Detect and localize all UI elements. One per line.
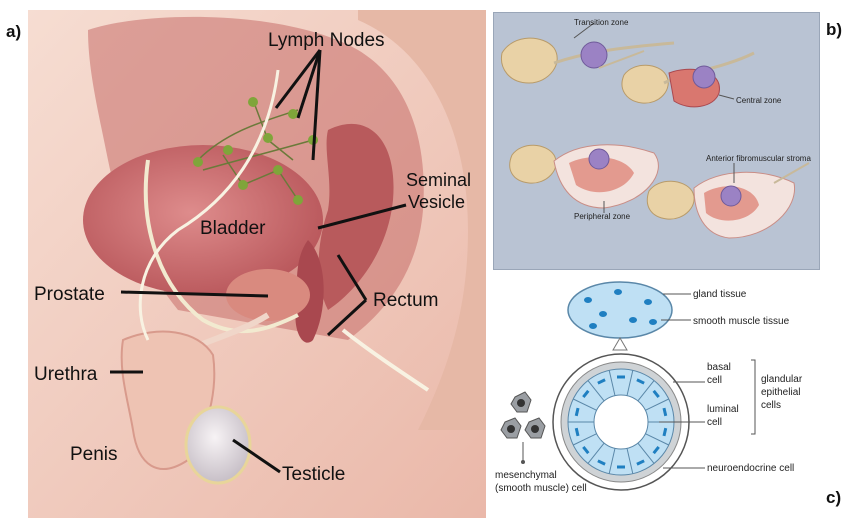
glandular-label-line2: epithelial: [761, 387, 800, 398]
luminal-nucleus: [636, 378, 645, 385]
zone-diagram-peripheral: [509, 144, 659, 213]
luminal-cell-label-line1: luminal: [707, 404, 739, 415]
back-tissue: [358, 10, 486, 430]
histology-panel: gland tissue smooth muscle tissue basal …: [493, 272, 821, 516]
luminal-nucleus: [652, 445, 660, 455]
gland-tissue-label: gland tissue: [693, 289, 747, 300]
glandular-label-line3: cells: [761, 400, 781, 411]
histology-illustration: gland tissue smooth muscle tissue basal …: [495, 281, 803, 494]
basal-cell-label-line1: basal: [707, 362, 731, 373]
ureter-tube: [143, 159, 299, 334]
bladder-organ: [83, 145, 323, 295]
cell-boundary: [645, 398, 669, 411]
seminal-vesicle-label-line2: Vesicle: [408, 192, 465, 212]
lymph-nodes-label: Lymph Nodes: [268, 30, 385, 51]
cell-boundary: [626, 448, 634, 474]
luminal-nucleus: [597, 378, 606, 385]
tissue-nuclei: [584, 289, 657, 329]
cell-boundary: [608, 370, 616, 396]
anatomy-panel: Lymph Nodes Seminal Vesicle Bladder Pros…: [28, 10, 486, 518]
seminal-vesicle-label-line1: Seminal: [406, 170, 471, 190]
panel-letter-b: b): [826, 20, 843, 39]
zone-diagram-stroma: [646, 162, 810, 239]
zone-diagram-central: [621, 51, 755, 108]
prostate-zones-panel: Transition zone Central zone Anterior fi…: [493, 12, 820, 270]
panel-letter-c: c): [826, 488, 842, 507]
luminal-nucleus: [652, 389, 660, 399]
central-zone-label: Central zone: [736, 96, 782, 105]
zones-illustration: Transition zone Central zone Anterior fi…: [500, 18, 811, 239]
panel-letter-a: a): [6, 22, 22, 41]
testicle-organ: [184, 405, 252, 485]
cell-boundary: [573, 433, 597, 446]
cell-boundary: [573, 398, 597, 411]
luminal-nucleus: [574, 407, 580, 417]
luminal-cell-label-line2: cell: [707, 417, 722, 428]
luminal-nucleus: [662, 407, 668, 417]
zoom-connector: [612, 337, 628, 351]
peripheral-zone-label: Peripheral zone: [574, 212, 631, 221]
cell-boundary: [587, 380, 605, 402]
label-pointer-lines: [110, 49, 407, 474]
prostate-label: Prostate: [34, 284, 105, 305]
luminal-nucleus: [617, 375, 625, 379]
zone-diagram-transition: [500, 22, 675, 84]
luminal-nucleus: [582, 445, 590, 455]
anatomy-illustration: Lymph Nodes Seminal Vesicle Bladder Pros…: [28, 10, 486, 518]
bladder-label: Bladder: [200, 218, 266, 239]
mesenchymal-label-line1: mesenchymal: [495, 470, 557, 481]
glandular-label-line1: glandular: [761, 374, 803, 385]
smooth-muscle-tissue-label: smooth muscle tissue: [693, 316, 790, 327]
luminal-nucleus: [582, 389, 590, 399]
cell-boundary: [637, 380, 655, 402]
cell-boundary: [637, 442, 655, 464]
luminal-nucleus: [574, 427, 580, 437]
cell-boundary: [608, 448, 616, 474]
penis-label: Penis: [70, 444, 118, 465]
luminal-nucleus: [617, 465, 625, 469]
cell-boundary: [626, 370, 634, 396]
transition-zone-label: Transition zone: [574, 18, 629, 27]
luminal-nucleus: [662, 427, 668, 437]
mesenchymal-label-line2: (smooth muscle) cell: [495, 483, 587, 494]
urethra-label: Urethra: [34, 364, 98, 385]
anterior-stroma-label: Anterior fibromuscular stroma: [706, 154, 811, 163]
mesenchymal-cells: [500, 391, 546, 464]
cell-boundary: [645, 433, 669, 446]
histology-leader-lines: [659, 293, 756, 469]
rectum-label: Rectum: [373, 290, 438, 311]
cell-boundary: [587, 442, 605, 464]
vas-deferens: [138, 69, 280, 341]
luminal-nucleus: [636, 459, 645, 466]
luminal-nucleus: [597, 459, 606, 466]
luminal-nuclei: [574, 375, 668, 469]
testicle-label: Testicle: [282, 464, 345, 485]
basal-cell-label-line2: cell: [707, 375, 722, 386]
gland-lumen: [593, 394, 649, 450]
neuroendocrine-label: neuroendocrine cell: [707, 463, 794, 474]
rectum-tube: [341, 328, 430, 392]
lymph-node-dots: [193, 97, 318, 205]
